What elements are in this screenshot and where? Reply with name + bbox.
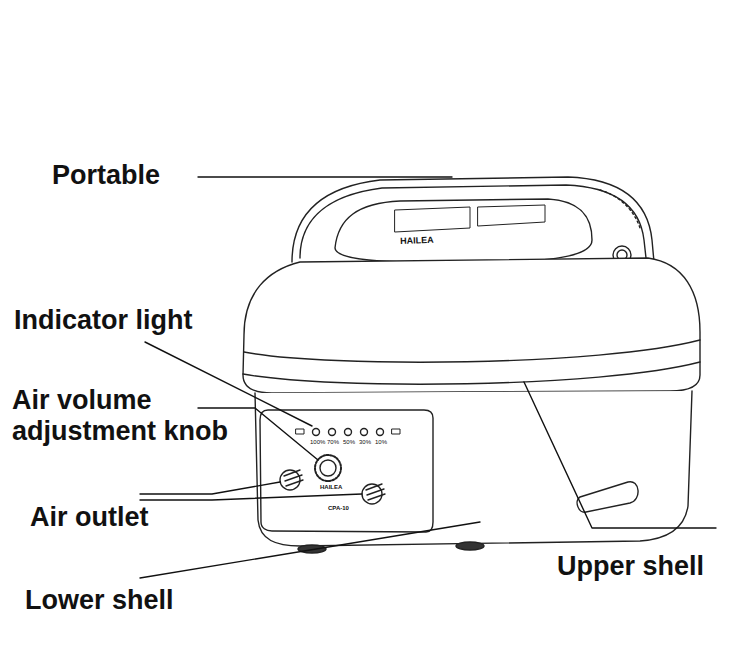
brand-text: HAILEA: [400, 235, 434, 247]
part-label: Lower shell: [25, 585, 174, 616]
brand-text: HAILEA: [320, 484, 342, 491]
part-label: Indicator light: [14, 305, 193, 336]
scale-text: 50%: [343, 439, 355, 446]
scale-text: 70%: [327, 439, 339, 446]
leader-lines: [140, 177, 716, 578]
part-label: Portable: [52, 160, 160, 191]
part-label: Upper shell: [557, 551, 704, 582]
model-text: CPA-10: [328, 505, 349, 512]
scale-text: 30%: [359, 439, 371, 446]
scale-text: 10%: [375, 439, 387, 446]
scale-text: 100%: [310, 439, 325, 446]
part-label: Air outlet: [30, 502, 149, 533]
part-label: Air volume adjustment knob: [12, 385, 252, 447]
